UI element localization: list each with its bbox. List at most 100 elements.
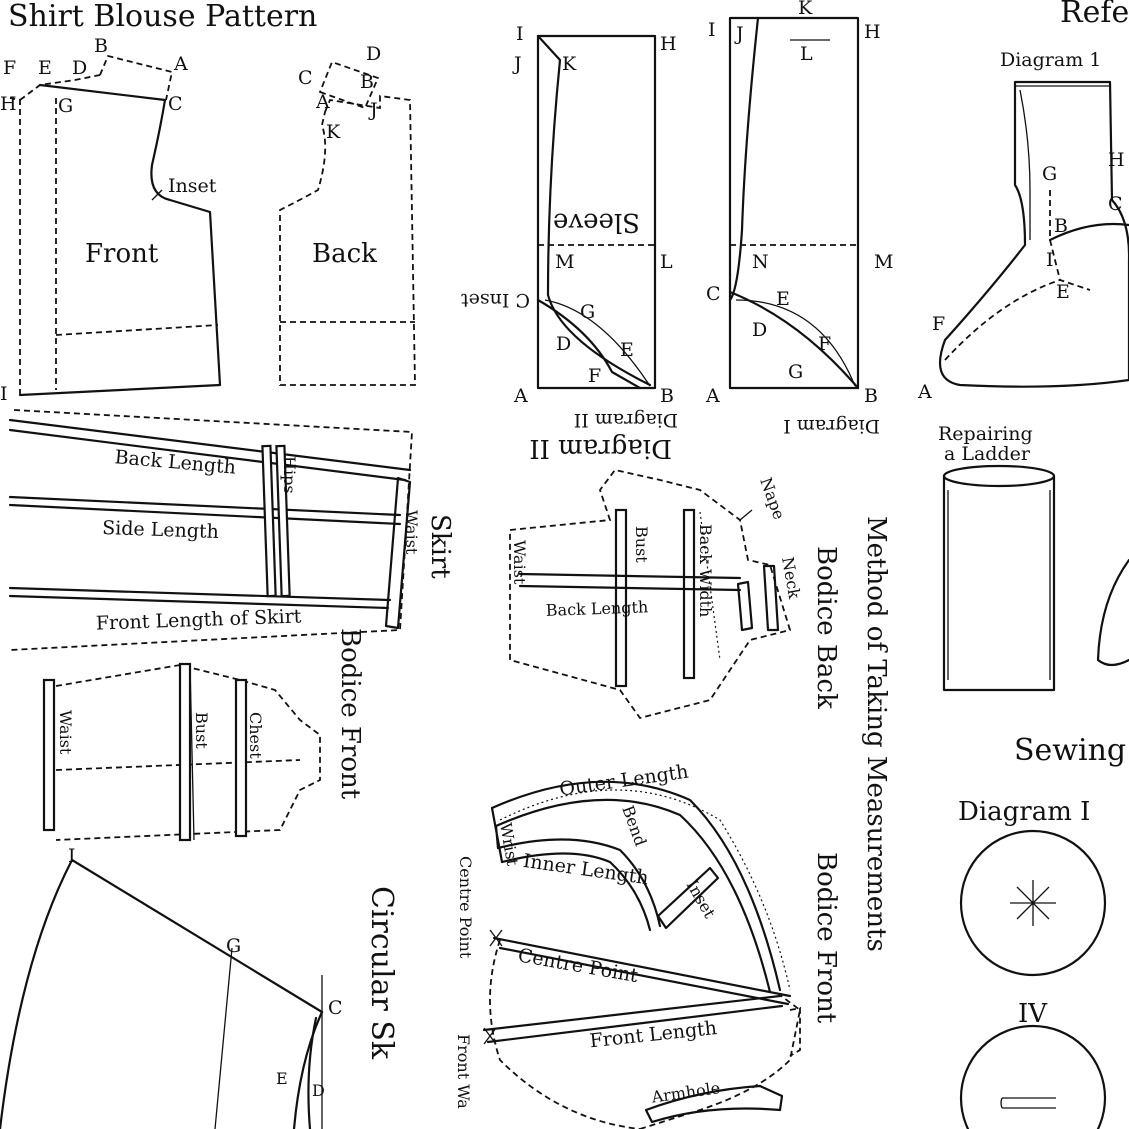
point-G: G [58,95,73,117]
skirt-diagram [8,409,413,651]
point-A-back: A [315,91,330,113]
inset-label: Inset [168,175,217,197]
point-E-circular: E [276,1069,288,1088]
bodice-front-left-heading: Bodice Front [335,628,365,800]
neck-label: Neck [778,555,804,600]
diagram-ii-label: Diagram II [529,433,672,463]
waist-bodice-front-label: Waist [56,710,75,755]
back-length-label: Back Length [114,446,237,479]
front-waist-label: Front Wa [454,1034,473,1109]
point-B-sock: B [1054,215,1068,237]
back-label: Back [312,239,377,269]
side-length-label: Side Length [102,517,219,543]
front-length-skirt-label: Front Length of Skirt [95,605,302,634]
blouse-front-piece [9,54,222,397]
button-diagram-i [959,829,1107,977]
back-width-label: Back Width [696,524,715,617]
point-D-circular: D [312,1081,325,1100]
outer-length-label: Outer Length [558,761,690,801]
waist-bodice-back-label: Waist [510,540,529,585]
point-K-back: K [326,121,341,143]
chest-label: Chest [246,712,265,759]
point-B-sleeve: B [660,385,674,407]
point-G-circular: G [226,935,241,957]
ladder-tube [942,464,1056,692]
bend-label: Bend [618,803,650,849]
point-D-sleeve-b: D [752,319,767,341]
point-A-sock: A [917,381,932,403]
a-ladder-label: a Ladder [944,443,1031,465]
wrist-label: Wrist [496,821,522,867]
bodice-front-right-heading: Bodice Front [811,852,841,1024]
point-L-sleeve: L [660,251,673,273]
point-I-circular: I [68,845,76,867]
point-C: C [168,93,183,115]
point-H-sock: H [1108,149,1125,171]
blouse-back-piece [279,60,416,386]
shirt-blouse-heading: Shirt Blouse Pattern [8,0,317,34]
bodice-back [509,468,792,720]
point-B: B [94,35,108,57]
point-D: D [72,57,87,79]
point-B-sleeve-b: B [864,385,878,407]
point-E-sock: E [1056,281,1070,303]
point-E: E [38,57,52,79]
diagram-1-label: Diagram 1 [1000,49,1101,71]
point-N-sleeve-b: N [752,251,769,273]
method-heading: Method of Taking Measurements [861,516,891,952]
waist-skirt-label: Waist [402,510,421,555]
circular-skirt [0,858,324,1129]
front-label: Front [85,239,159,269]
sewing-heading: Sewing [1014,733,1126,768]
hips-label: Hips [280,456,299,494]
point-M-sleeve: M [555,251,574,273]
bust-bodice-front-label: Bust [192,712,211,749]
point-I-sleeve: I [516,23,524,45]
partial-shape [1096,558,1129,667]
point-A-sleeve: A [513,385,528,407]
sewing-diagram-i-label: Diagram I [958,797,1090,827]
point-M-sleeve-b: M [874,251,893,273]
point-G-sock: G [1042,163,1057,185]
diagram-ii-caption: Diagram II [574,409,678,431]
point-C-sock: C [1108,193,1123,215]
point-H-sleeve-b: H [864,21,881,43]
point-F-sock: F [932,313,945,335]
point-H: H [0,93,17,115]
point-E-sleeve-b: E [776,288,790,310]
point-I-sock: I [1046,249,1054,271]
point-F-sleeve-b: F [818,333,831,355]
centre-point-side-label: Centre Point [456,856,475,959]
back-length-bodice-label: Back Length [546,597,649,620]
c-inset-label: C Inset [461,289,530,311]
point-D-sleeve: D [556,333,571,355]
bust-bodice-back-label: Bust [632,526,651,563]
point-J-back: J [368,99,378,121]
point-A: A [173,53,188,75]
point-I-sleeve-b: I [708,19,716,41]
centre-point-label: Centre Point [516,944,640,987]
point-G-sleeve-b: G [788,361,803,383]
point-C-circular: C [328,997,343,1019]
point-L-sleeve-b: L [800,43,813,65]
point-C-sleeve-b: C [706,283,721,305]
point-H-sleeve: H [660,33,677,55]
point-B-back: B [360,71,374,93]
repairing-label: Repairing [938,423,1033,445]
point-J-sleeve: J [512,53,522,75]
nape-label: Nape [756,475,789,522]
point-I: I [0,383,8,405]
sleeve-diagram-ii [536,34,657,390]
point-D-back: D [366,43,381,65]
circular-skirt-heading: Circular Sk [364,886,399,1060]
reference-heading: Refe [1060,0,1129,30]
bodice-back-heading: Bodice Back [811,546,841,709]
armhole-label: Armhole [649,1078,721,1107]
bodice-front-left [42,662,321,842]
skirt-heading: Skirt [425,514,455,579]
point-A-sleeve-b: A [705,385,720,407]
sock-diagram [938,80,1129,388]
point-J-sleeve-b: J [734,23,744,45]
